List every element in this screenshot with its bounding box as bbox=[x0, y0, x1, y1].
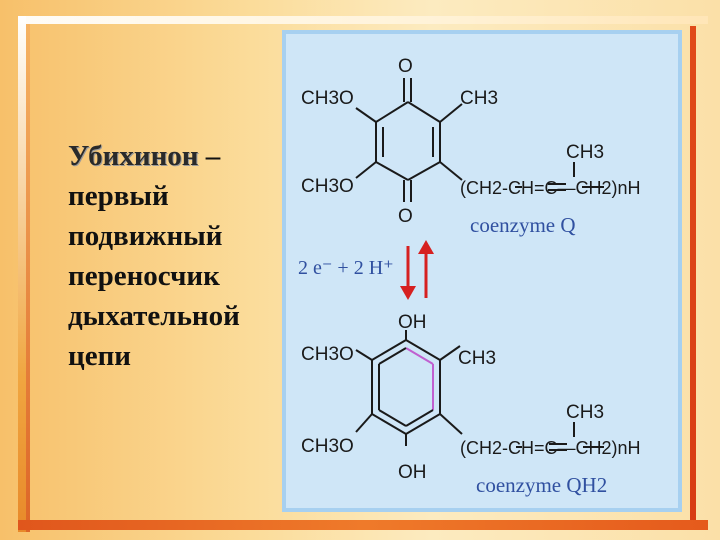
quinone-bottom-oxygen: O bbox=[398, 206, 413, 227]
quinol-methoxy-upper: CH3O bbox=[301, 344, 354, 365]
quinone-structure bbox=[355, 78, 604, 202]
title-line-1: первый bbox=[68, 180, 169, 212]
quinone-methyl: CH3 bbox=[460, 88, 498, 109]
frame-left-bar bbox=[18, 16, 26, 532]
frame-left-accent bbox=[26, 24, 30, 532]
quinone-name-label: coenzyme Q bbox=[470, 213, 576, 237]
quinol-structure bbox=[355, 330, 604, 451]
frame-top-bar bbox=[18, 16, 708, 24]
quinol-top-hydroxyl: OH bbox=[398, 312, 427, 333]
title-line-3: переносчик bbox=[68, 260, 220, 292]
quinone-chain-branch: CH3 bbox=[566, 142, 604, 163]
quinone-top-oxygen: O bbox=[398, 56, 413, 77]
title-dash: – bbox=[198, 140, 221, 172]
quinol-bottom-hydroxyl: OH bbox=[398, 462, 427, 483]
quinol-methoxy-lower: CH3O bbox=[301, 436, 354, 457]
quinol-side-chain: (CH2-CH=C—CH2)nH bbox=[460, 438, 641, 458]
diagram-panel bbox=[282, 30, 682, 512]
title-line-2: подвижный bbox=[68, 220, 223, 252]
title-line-5: цепи bbox=[68, 340, 131, 372]
redox-arrows bbox=[400, 240, 434, 300]
title-term: Убихинон bbox=[68, 140, 199, 172]
title-line-4: дыхательной bbox=[68, 300, 240, 332]
quinol-name-label: coenzyme QH2 bbox=[476, 473, 607, 497]
frame-bottom-bar bbox=[18, 520, 708, 530]
quinol-methyl: CH3 bbox=[458, 348, 496, 369]
quinone-side-chain: (CH2-CH=C—CH2)nH bbox=[460, 178, 641, 198]
reaction-label: 2 e⁻ + 2 H⁺ bbox=[298, 257, 394, 279]
frame-right-accent bbox=[690, 26, 696, 520]
quinone-methoxy-lower: CH3O bbox=[301, 176, 354, 197]
quinol-chain-branch: CH3 bbox=[566, 402, 604, 423]
quinone-methoxy-upper: CH3O bbox=[301, 88, 354, 109]
slide-title: Убихинон – первый подвижный переносчик д… bbox=[68, 136, 278, 376]
